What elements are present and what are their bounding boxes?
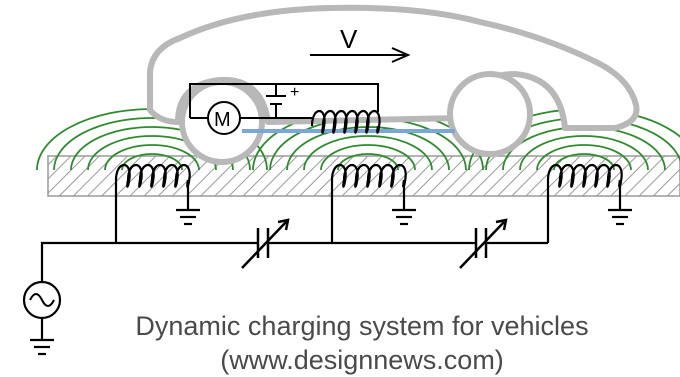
velocity-label: V bbox=[340, 24, 358, 54]
caption-line-2: (www.designnews.com) bbox=[220, 345, 504, 375]
field-line bbox=[104, 144, 200, 171]
motor-label: M bbox=[214, 109, 231, 131]
ground-icon bbox=[608, 208, 632, 226]
dynamic-charging-diagram: V + M bbox=[22, 4, 680, 356]
velocity-arrow bbox=[310, 47, 411, 63]
rear-wheel bbox=[447, 71, 533, 157]
ground-circuit bbox=[40, 180, 622, 340]
variable-capacitor-icon bbox=[241, 218, 290, 269]
ground-icon bbox=[392, 208, 416, 226]
caption-line-1: Dynamic charging system for vehicles bbox=[135, 311, 589, 341]
ground-coil-1 bbox=[114, 163, 191, 188]
vehicle-coil-icon bbox=[310, 109, 381, 134]
field-line bbox=[553, 153, 615, 171]
field-line bbox=[337, 153, 399, 171]
field-line bbox=[121, 153, 183, 171]
ground-coil-2 bbox=[330, 163, 407, 188]
vehicle-circuit bbox=[189, 83, 379, 119]
ground-icon bbox=[30, 338, 54, 356]
field-line bbox=[536, 144, 632, 171]
ground-icon bbox=[176, 208, 200, 226]
ground-coil-3 bbox=[546, 163, 623, 188]
variable-capacitor-icon bbox=[459, 218, 508, 269]
field-line bbox=[303, 135, 433, 171]
battery-plus-label: + bbox=[290, 84, 299, 101]
ac-source-icon bbox=[22, 280, 62, 320]
motor-icon bbox=[207, 101, 241, 135]
field-line bbox=[320, 144, 416, 171]
field-line bbox=[519, 135, 649, 171]
